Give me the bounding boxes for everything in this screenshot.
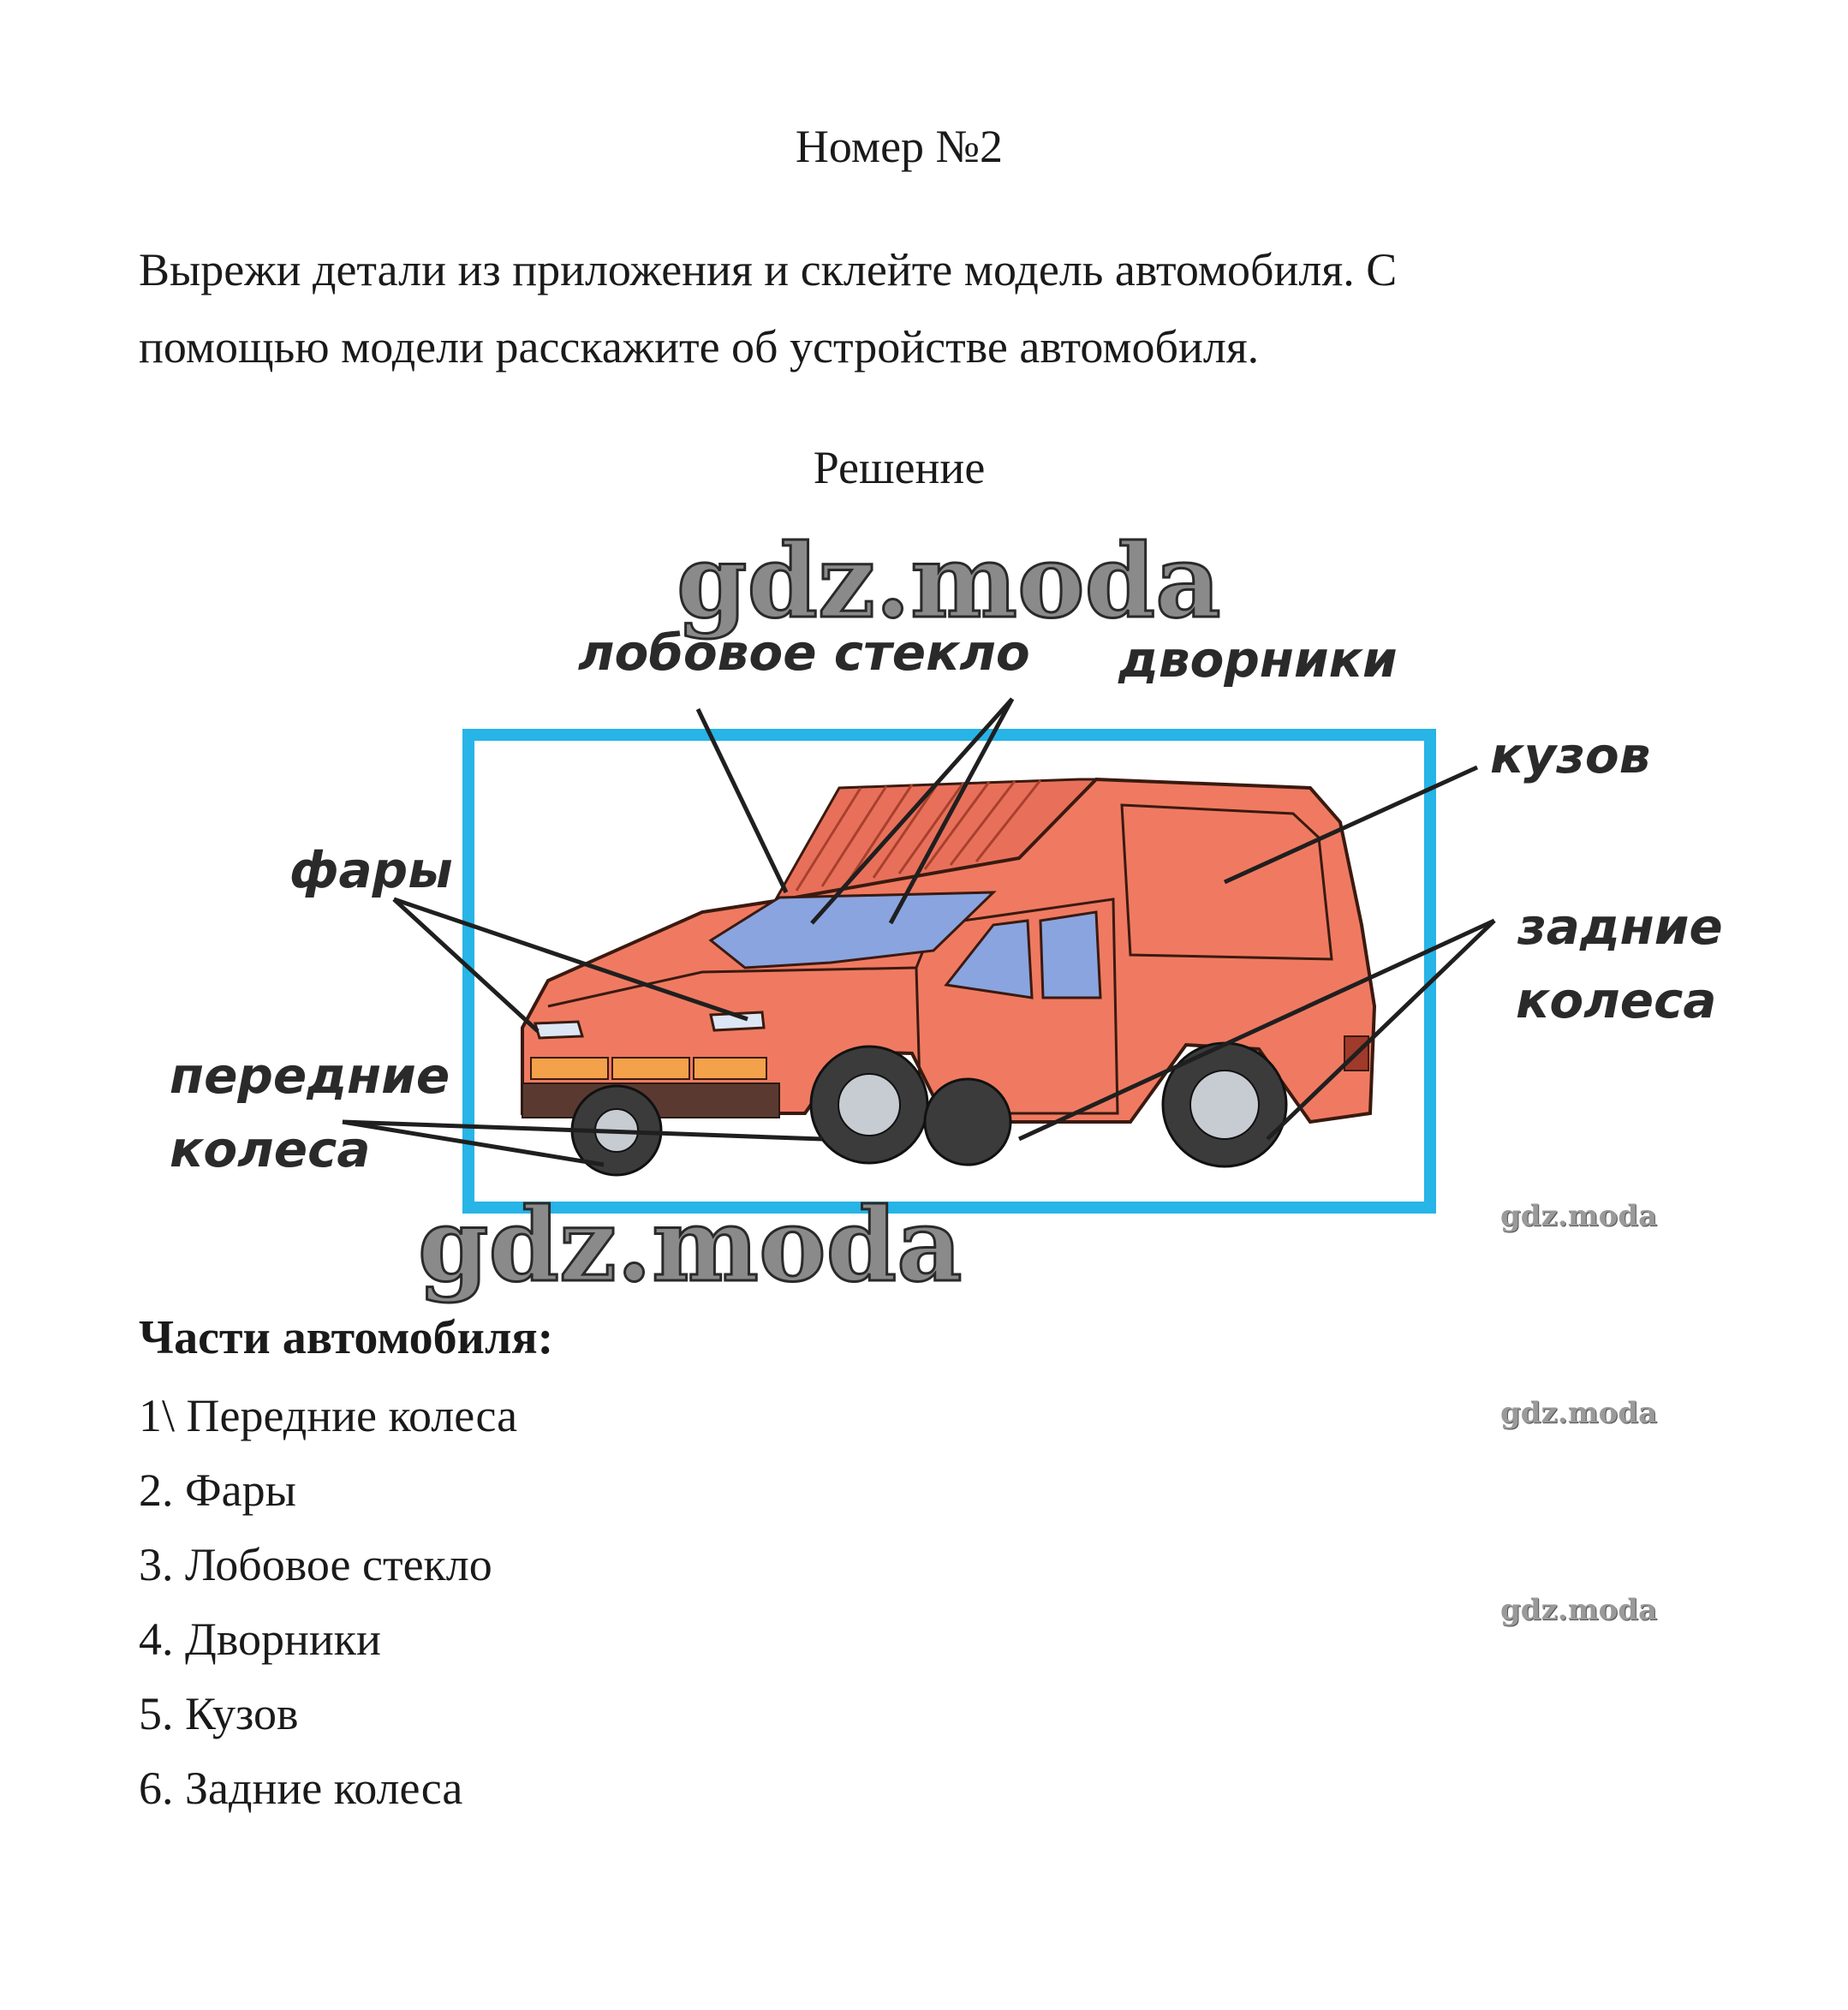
label-rear-wheels-line2: колеса [1516,971,1717,1029]
label-body: кузов [1490,726,1650,784]
parts-list: 1\ Передние колеса 2. Фары 3. Лобовое ст… [139,1379,517,1826]
car-diagram-svg: лобовое стекло дворники кузов фары задни… [146,522,1738,1336]
list-item: 3. Лобовое стекло [139,1528,517,1602]
parts-heading: Части автомобиля: [139,1310,553,1365]
task-line-2: помощью модели расскажите об устройстве … [139,308,1766,385]
watermark-middle: gdz.moda [418,1185,963,1304]
page-title: Номер №2 [0,120,1798,173]
list-item: 4. Дворники [139,1602,517,1677]
list-item: 2. Фары [139,1453,517,1528]
list-item: 5. Кузов [139,1677,517,1751]
list-item: 6. Задние колеса [139,1751,517,1826]
watermark-small-2: gdz.moda [1500,1396,1657,1430]
label-rear-wheels-line1: задние [1517,898,1723,956]
rear-wheel-left [925,1079,1010,1165]
task-text: Вырежи детали из приложения и склейте мо… [139,231,1766,385]
car-diagram: лобовое стекло дворники кузов фары задни… [146,522,1738,1336]
rear-wheel-right [1163,1043,1286,1166]
watermark-top: gdz.moda [677,522,1221,641]
task-line-1: Вырежи детали из приложения и склейте мо… [139,231,1766,308]
watermark-small-3: gdz.moda [1500,1593,1657,1627]
car-illustration [522,779,1374,1175]
front-wheel-right [811,1047,927,1163]
list-item: 1\ Передние колеса [139,1379,517,1453]
label-front-wheels-line2: колеса [170,1120,371,1178]
label-front-wheels-line1: передние [170,1047,450,1105]
solution-label: Решение [0,441,1798,494]
label-headlights: фары [289,841,453,899]
watermark-small-1: gdz.moda [1500,1199,1657,1233]
